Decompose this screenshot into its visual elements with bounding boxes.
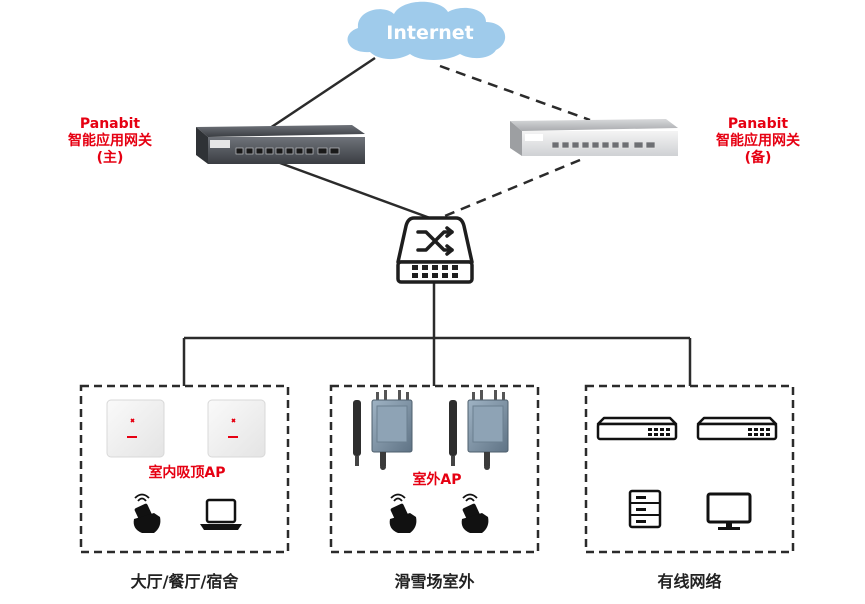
gateway-backup-brand: Panabit bbox=[727, 116, 789, 132]
laptop-icon bbox=[200, 498, 242, 530]
gateway-appliance-icon bbox=[196, 125, 365, 164]
gateway-backup-name: 智能应用网关 bbox=[716, 133, 800, 149]
phone-hand-icon bbox=[461, 493, 489, 533]
group-caption-wired: 有线网络 bbox=[657, 572, 722, 591]
cloud-icon bbox=[347, 1, 506, 60]
gateway-appliance-icon bbox=[510, 119, 678, 156]
gateway-primary-label: Panabit 智能应用网关 (主) bbox=[50, 116, 170, 167]
link-primary-switch bbox=[279, 161, 431, 220]
link-internet-primary bbox=[269, 56, 376, 130]
links bbox=[182, 56, 692, 386]
phone-hand-icon bbox=[389, 493, 417, 533]
outdoor-ap-icon bbox=[353, 390, 413, 470]
outdoor-ap-label: 室外AP bbox=[412, 472, 462, 488]
gateway-primary-name: 智能应用网关 bbox=[68, 133, 152, 149]
group-caption-outdoor: 滑雪场室外 bbox=[394, 572, 475, 591]
group-frame-outdoor bbox=[329, 384, 540, 554]
gateway-backup-label: Panabit 智能应用网关 (备) bbox=[698, 116, 818, 167]
link-backup-switch bbox=[439, 158, 581, 220]
rack-switch-icon bbox=[596, 416, 678, 441]
outdoor-ap-icon bbox=[449, 390, 509, 470]
indoor-ap-label: 室内吸顶AP bbox=[148, 465, 226, 481]
server-icon bbox=[628, 489, 662, 529]
switch-icon bbox=[396, 216, 474, 284]
group-frames bbox=[79, 384, 795, 554]
gateway-primary-role: (主) bbox=[96, 150, 124, 166]
gateway-backup-role: (备) bbox=[744, 150, 772, 166]
group-caption-indoor: 大厅/餐厅/宿舍 bbox=[130, 572, 239, 591]
ceiling-ap-icon bbox=[207, 399, 266, 458]
cloud-label: Internet bbox=[386, 22, 474, 44]
link-internet-backup bbox=[439, 64, 591, 122]
monitor-icon bbox=[706, 492, 752, 530]
phone-hand-icon bbox=[133, 493, 161, 533]
ceiling-ap-icon bbox=[106, 399, 165, 458]
gateway-primary-brand: Panabit bbox=[79, 116, 141, 132]
rack-switch-icon bbox=[696, 416, 778, 441]
group-frame-indoor bbox=[79, 384, 290, 554]
group-frame-wired bbox=[584, 384, 795, 554]
